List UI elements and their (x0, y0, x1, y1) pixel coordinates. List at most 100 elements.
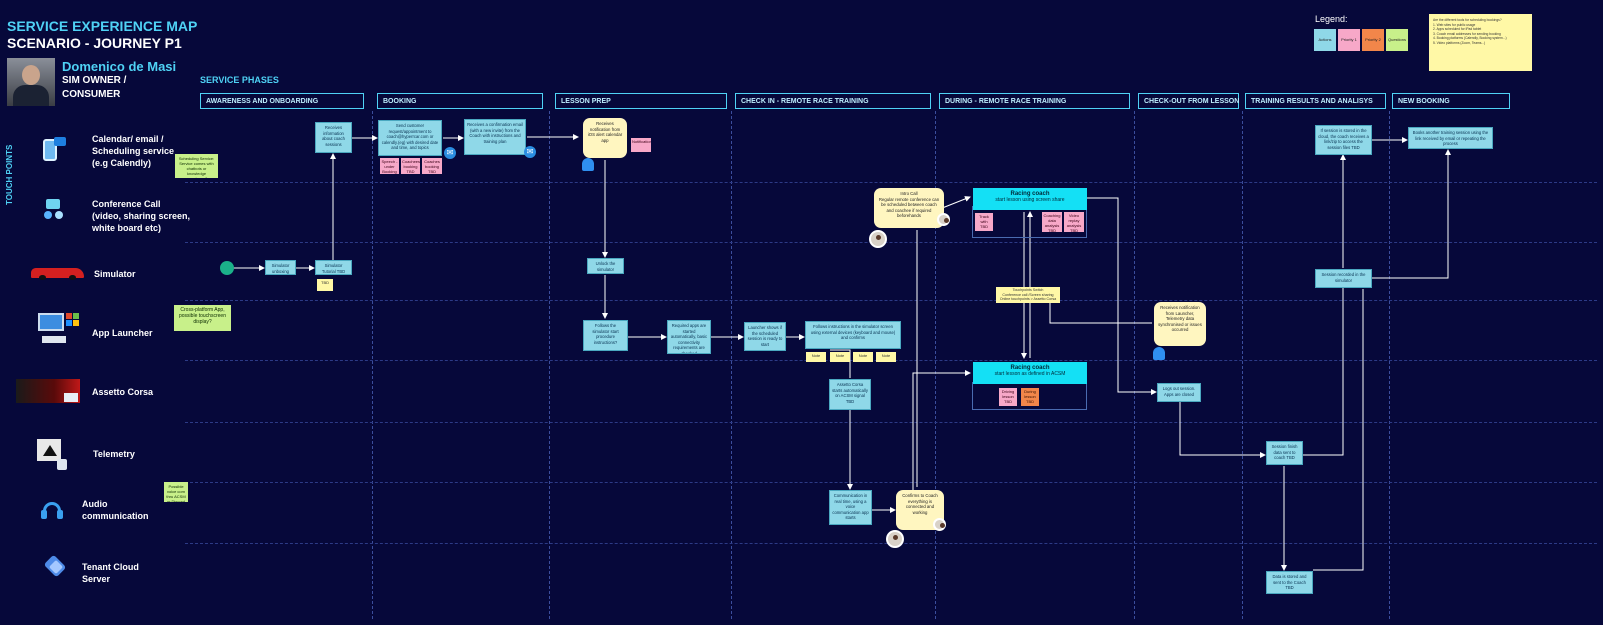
avatar (933, 518, 946, 531)
phase-divider (1134, 111, 1135, 619)
bubble-intro-call: Intro Call Regular remote conference can… (874, 188, 944, 228)
lane-divider (185, 422, 1597, 423)
conference-icon (42, 197, 66, 221)
action-receives-info: Receives information about coach session… (315, 122, 352, 153)
action-communication-starts: Communication in real time, using a voic… (829, 490, 872, 525)
sticky-note: Note (830, 352, 850, 362)
action-data-stored: Data is stored and sent to the Coach TBD (1266, 571, 1313, 594)
phase-new-booking: NEW BOOKING (1392, 93, 1510, 109)
map-title: SERVICE EXPERIENCE MAP (7, 18, 198, 34)
telemetry-icon (35, 439, 69, 471)
sticky-note: Note (853, 352, 873, 362)
action-session-finish: Session finish data sent to coach TBD (1266, 441, 1303, 465)
touchpoint-label-cloud: Tenant Cloud Server (82, 562, 139, 584)
action-follow-instructions: Follows instructions in the simulator sc… (805, 321, 901, 349)
phase-divider (372, 111, 373, 619)
phase-check-in: CHECK IN - REMOTE RACE TRAINING (735, 93, 931, 109)
question-cross-platform: Cross-platform App, possible touchscreen… (174, 305, 231, 331)
racing-coach-acsm: Racing coach start lesson as defined in … (973, 362, 1087, 384)
touchpoint-label-app-launcher: App Launcher (92, 328, 153, 338)
bell-icon (1153, 347, 1165, 360)
sticky-priority-1: Speech - under Booking TBD (380, 158, 399, 174)
persona-photo (7, 58, 55, 106)
action-books-another: Books another training session using the… (1408, 127, 1493, 149)
question-possible-voice: Possible voice com thru ACSM or Discord (164, 482, 188, 502)
racing-coach-title: Racing coach (1010, 191, 1050, 197)
action-send-request: Send customer request/appointment to coa… (378, 120, 442, 156)
action-assetto-corsa-starts: Assetto Corsa starts automatically on AC… (829, 379, 871, 410)
persona-name: Domenico de Masi (62, 59, 177, 74)
phase-divider (1242, 111, 1243, 619)
phase-during: DURING - REMOTE RACE TRAINING (939, 93, 1130, 109)
avatar (886, 530, 904, 548)
bubble-receives-notification: Receives notification from iOS alert cal… (583, 118, 627, 158)
legend-actions: Actions (1314, 29, 1336, 51)
headset-icon (41, 500, 63, 522)
lane-divider (185, 300, 1597, 301)
legend-priority-1: Priority 1 (1338, 29, 1360, 51)
phase-awareness: AWARENESS AND ONBOARDING (200, 93, 364, 109)
phase-divider (935, 111, 936, 619)
action-launcher-shows: Launcher shows if the scheduled session … (744, 322, 786, 351)
mail-icon: ✉ (444, 147, 456, 159)
action-session-recorded: Session recorded in the simulator (1315, 269, 1372, 288)
action-logs-out: Logs out session. Apps are closed (1157, 383, 1201, 402)
persona-role-2: CONSUMER (62, 89, 121, 100)
phase-training-results: TRAINING RESULTS AND ANALISYS (1245, 93, 1386, 109)
scenario-title: SCENARIO - JOURNEY P1 (7, 35, 182, 51)
mail-icon: ✉ (524, 146, 536, 158)
sticky-priority-1: Video replay analysis TBD (1064, 212, 1084, 232)
sticky-priority-1: Coachees booking TBD (401, 158, 420, 174)
service-phases-title: SERVICE PHASES (200, 75, 279, 85)
sticky-priority-1: Coaching data analysis TBD (1042, 212, 1062, 232)
action-simulator-unboxing: Simulator unboxing (265, 260, 296, 275)
action-unlock-simulator: Unlock the simulator (587, 258, 624, 274)
legend-questions: Questions (1386, 29, 1408, 51)
racing-coach-subtitle: start lesson as defined in ACSM (994, 371, 1066, 377)
question-scheduling-service: Scheduling Service: Service comes with c… (175, 154, 218, 178)
sticky-priority-1: Track with TBD (975, 213, 993, 231)
avatar (937, 213, 950, 226)
touchpoint-label-assetto-corsa: Assetto Corsa (92, 387, 154, 397)
sticky-priority-1: Notifications (631, 138, 651, 152)
avatar (869, 230, 887, 248)
phase-divider (549, 111, 550, 619)
racing-coach-title: Racing coach (1010, 365, 1050, 371)
bubble-launcher-notification: Receives notification from Launcher, Tel… (1154, 302, 1206, 346)
sticky-note: Note (806, 352, 826, 362)
phase-divider (1389, 111, 1390, 619)
action-receives-confirmation: Receives a confirmation email (with a ne… (464, 119, 526, 155)
sticky-priority-1: Driving lesson TBD (999, 388, 1017, 406)
lane-divider (185, 482, 1597, 483)
phase-booking: BOOKING (377, 93, 543, 109)
touchpoint-label-calendar: Calendar/ email / Scheduling service (e.… (92, 134, 175, 168)
phase-check-out: CHECK-OUT FROM LESSON (1138, 93, 1239, 109)
action-required-apps: Required apps are started automatically,… (667, 320, 711, 354)
phase-lesson-prep: LESSON PREP (555, 93, 727, 109)
action-simulator-tutorial: Simulator Tutorial TBD (315, 260, 352, 275)
sticky-note: Note (876, 352, 896, 362)
racing-coach-subtitle: start lesson using screen share (995, 197, 1065, 203)
legend-priority-2: Priority 2 (1362, 29, 1384, 51)
action-session-cloud-link: If session is stored in the cloud, the c… (1315, 125, 1372, 155)
lane-divider (185, 182, 1597, 183)
racing-coach-screen-share: Racing coach start lesson using screen s… (973, 188, 1087, 210)
touchpoints-switch-note: Touchpoints Switch Conference call /Scre… (996, 287, 1060, 303)
phase-divider (731, 111, 732, 619)
assetto-corsa-icon (16, 379, 80, 403)
phone-mail-icon (41, 135, 66, 163)
touchpoint-label-telemetry: Telemetry (93, 449, 135, 459)
touchpoint-label-conference: Conference Call (video, sharing screen, … (92, 199, 191, 233)
sticky-memo: Are the different tools for scheduling b… (1429, 14, 1532, 71)
monitor-windows-icon (38, 311, 80, 345)
race-car-icon (31, 262, 84, 280)
bell-icon (582, 158, 594, 171)
sticky-note: TBD (317, 279, 333, 291)
legend-title: Legend: (1315, 14, 1348, 24)
action-follows-start-procedure: Follows the simulator start procedure in… (583, 320, 628, 351)
sticky-priority-1: Coaches booking TBD (422, 158, 442, 174)
persona-role-1: SIM OWNER / (62, 75, 127, 86)
touchpoint-label-audio: Audio communication (82, 499, 149, 521)
sticky-priority-2: During lesson TBD (1021, 388, 1039, 406)
